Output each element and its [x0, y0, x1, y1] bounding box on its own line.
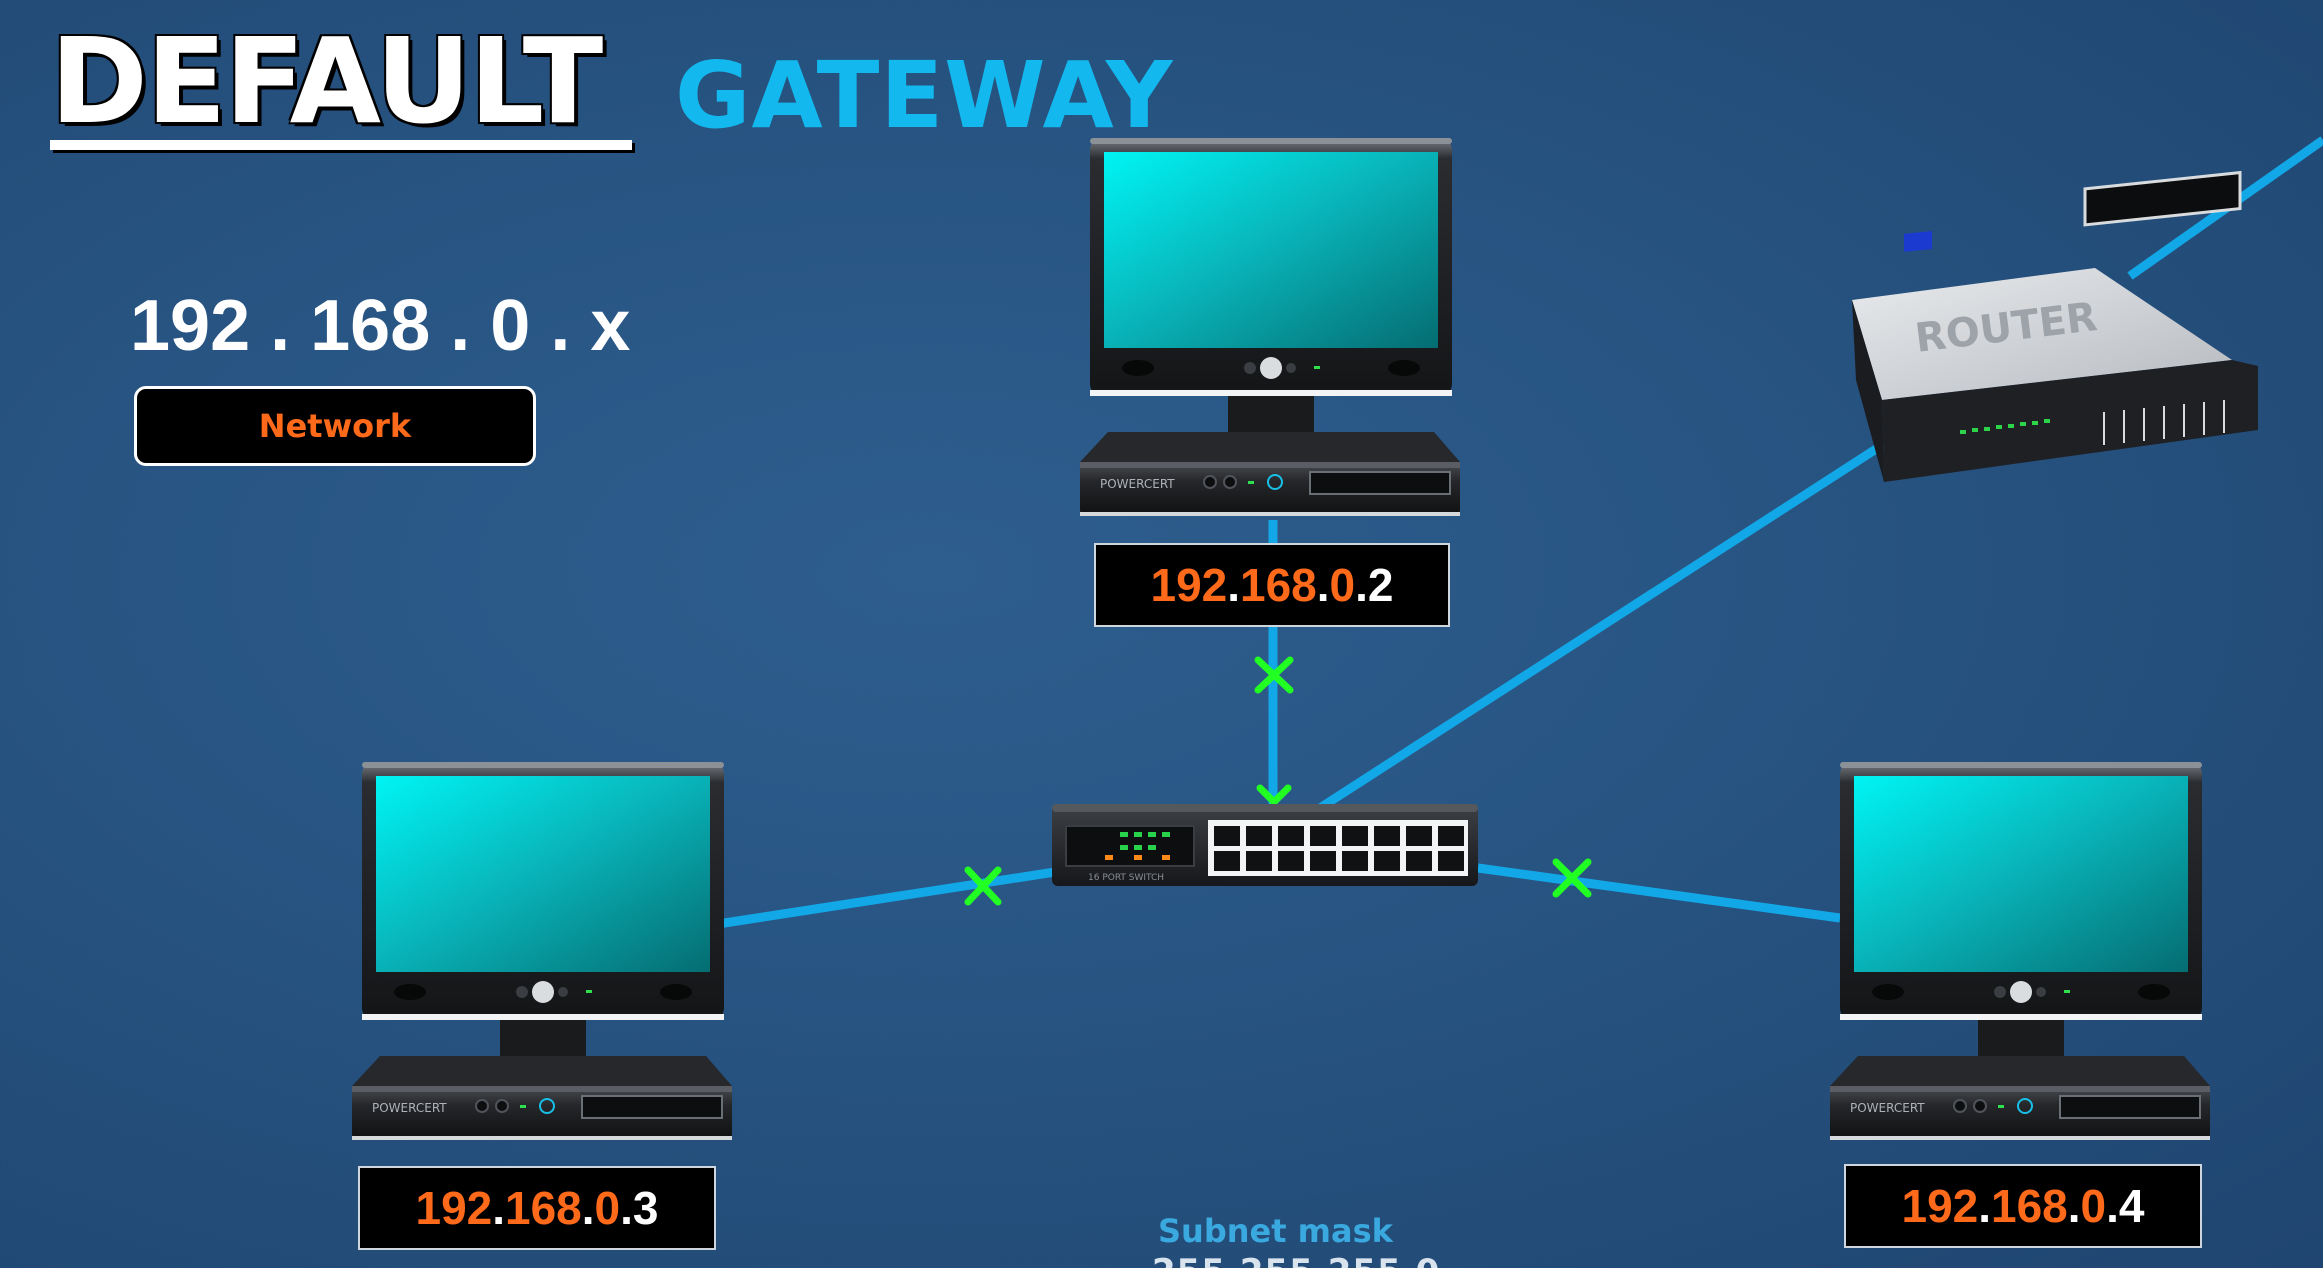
- ip-sep: .: [2106, 1180, 2119, 1232]
- ip-sep: .: [1227, 559, 1241, 611]
- link-marker-top-switch: [1256, 784, 1292, 806]
- cable-left: [717, 867, 1056, 929]
- monitor-screen: [376, 776, 710, 972]
- ip-sep: .: [2067, 1180, 2081, 1232]
- switch: 16 PORT SWITCH: [1052, 804, 1478, 886]
- title-underline: [50, 140, 632, 150]
- computer-brand: POWERCERT: [1850, 1101, 1925, 1115]
- subnet-mask-value: 255.255.255.0: [1152, 1252, 1440, 1268]
- ip-octet-3: 0: [594, 1182, 621, 1234]
- ip-octet-2: 168: [1991, 1180, 2068, 1232]
- link-marker-left: [964, 866, 1002, 906]
- switch-ports: [1208, 820, 1468, 876]
- monitor-screen: [1104, 152, 1438, 348]
- ip-sep: .: [492, 1182, 506, 1234]
- ip-box-top: 192.168.0.2: [1094, 543, 1450, 627]
- ip-octet-1: 192: [415, 1182, 493, 1234]
- link-marker-right: [1552, 858, 1592, 898]
- link-markers: [964, 656, 1592, 906]
- network-badge: Network: [134, 386, 536, 466]
- ip-octet-1: 192: [1901, 1180, 1979, 1232]
- computer-top: POWERCERT: [1080, 138, 1460, 516]
- ip-octet-2: 168: [1240, 559, 1317, 611]
- computer-brand: POWERCERT: [1100, 477, 1175, 491]
- ip-octet-3: 0: [1329, 559, 1356, 611]
- ip-host: 4: [2118, 1180, 2145, 1232]
- monitor-screen: [1854, 776, 2188, 972]
- ip-sep: .: [1978, 1180, 1992, 1232]
- switch-label: 16 PORT SWITCH: [1088, 873, 1164, 883]
- ip-sep: .: [1316, 559, 1330, 611]
- cable-right: [1477, 863, 1841, 923]
- ip-sep: .: [581, 1182, 595, 1234]
- ip-octet-3: 0: [2080, 1180, 2107, 1232]
- ip-sep: .: [1355, 559, 1368, 611]
- computer-left: POWERCERT: [352, 762, 732, 1140]
- title-default: DEFAULT: [50, 12, 603, 150]
- router: ROUTER: [1852, 170, 2258, 482]
- computer-right: POWERCERT: [1830, 762, 2210, 1140]
- router-badge: [1904, 230, 1932, 252]
- ip-box-right: 192.168.0.4: [1844, 1164, 2202, 1248]
- ip-sep: .: [620, 1182, 633, 1234]
- network-ip-pattern: 192 . 168 . 0 . x: [130, 286, 631, 366]
- computer-brand: POWERCERT: [372, 1101, 447, 1115]
- ip-host: 2: [1367, 559, 1394, 611]
- title-gateway: GATEWAY: [675, 42, 1174, 149]
- ip-octet-1: 192: [1150, 559, 1228, 611]
- ip-octet-2: 168: [505, 1182, 582, 1234]
- ip-box-left: 192.168.0.3: [358, 1166, 716, 1250]
- router-leds: [1960, 419, 2050, 434]
- router-ports: [2083, 170, 2242, 227]
- ip-host: 3: [632, 1182, 659, 1234]
- cable-router: [1317, 436, 1893, 812]
- switch-leds: [1120, 832, 1170, 850]
- subnet-mask-label: Subnet mask: [1158, 1212, 1393, 1250]
- network-label: Network: [258, 407, 412, 445]
- link-marker-top: [1254, 656, 1294, 694]
